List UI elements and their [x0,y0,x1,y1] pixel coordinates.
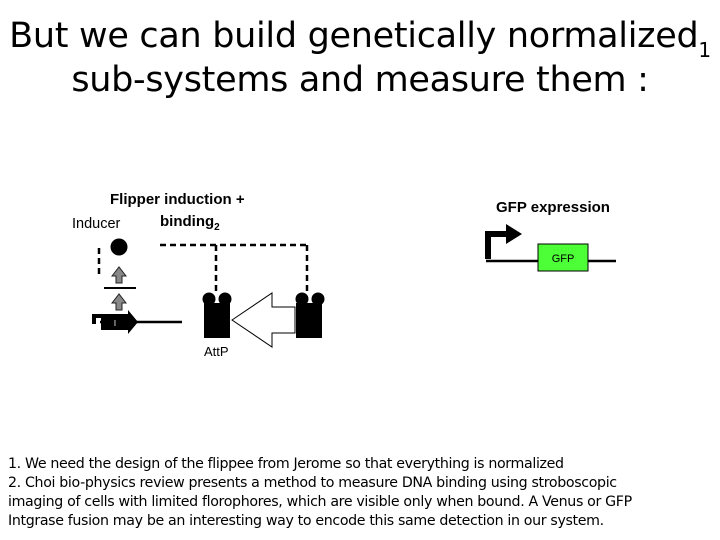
title-line-2: sub-systems and measure them : [71,60,649,100]
binding-site-icon [295,292,325,338]
promoter-arrowhead-icon [506,224,522,244]
flipper-heading-text-2: binding [160,213,215,230]
binding-site-icon [202,292,232,338]
gene-label: I [114,319,116,328]
gfp-expression-heading: GFP expression [496,199,610,216]
footnotes: 1. We need the design of the flippee fro… [8,455,714,531]
promoter-arrow-icon [485,231,510,259]
title-footnote-marker: 1 [698,38,711,62]
flipper-heading-line-2: binding2 [160,213,220,233]
gene-arrow-icon [101,310,138,334]
title-line-1: But we can build genetically normalized1 [0,14,720,60]
flipper-footnote-marker: 2 [214,222,220,233]
gfp-box [537,243,589,272]
promoter-arrow-icon [92,314,101,324]
footnote-2-line-1: 2. Choi bio-physics review presents a me… [8,475,617,491]
slide-title: But we can build genetically normalized1… [0,14,720,102]
footnote-1: 1. We need the design of the flippee fro… [8,456,564,472]
inducer-molecule-icon [110,238,128,256]
flip-arrow-icon [231,292,296,348]
regulation-dashed-lines [97,243,309,294]
footnote-2-line-2: imaging of cells with limited florophore… [8,494,632,510]
attp-label: AttP [204,344,229,359]
induction-arrow-icon [110,266,128,311]
flipper-heading-line-1: Flipper induction + [110,191,245,208]
gfp-label: GFP [552,253,575,265]
footnote-2-line-3: Intgrase fusion may be an interesting wa… [8,513,604,529]
inducer-label: Inducer [72,216,121,232]
title-text-1: But we can build genetically normalized [9,16,699,56]
